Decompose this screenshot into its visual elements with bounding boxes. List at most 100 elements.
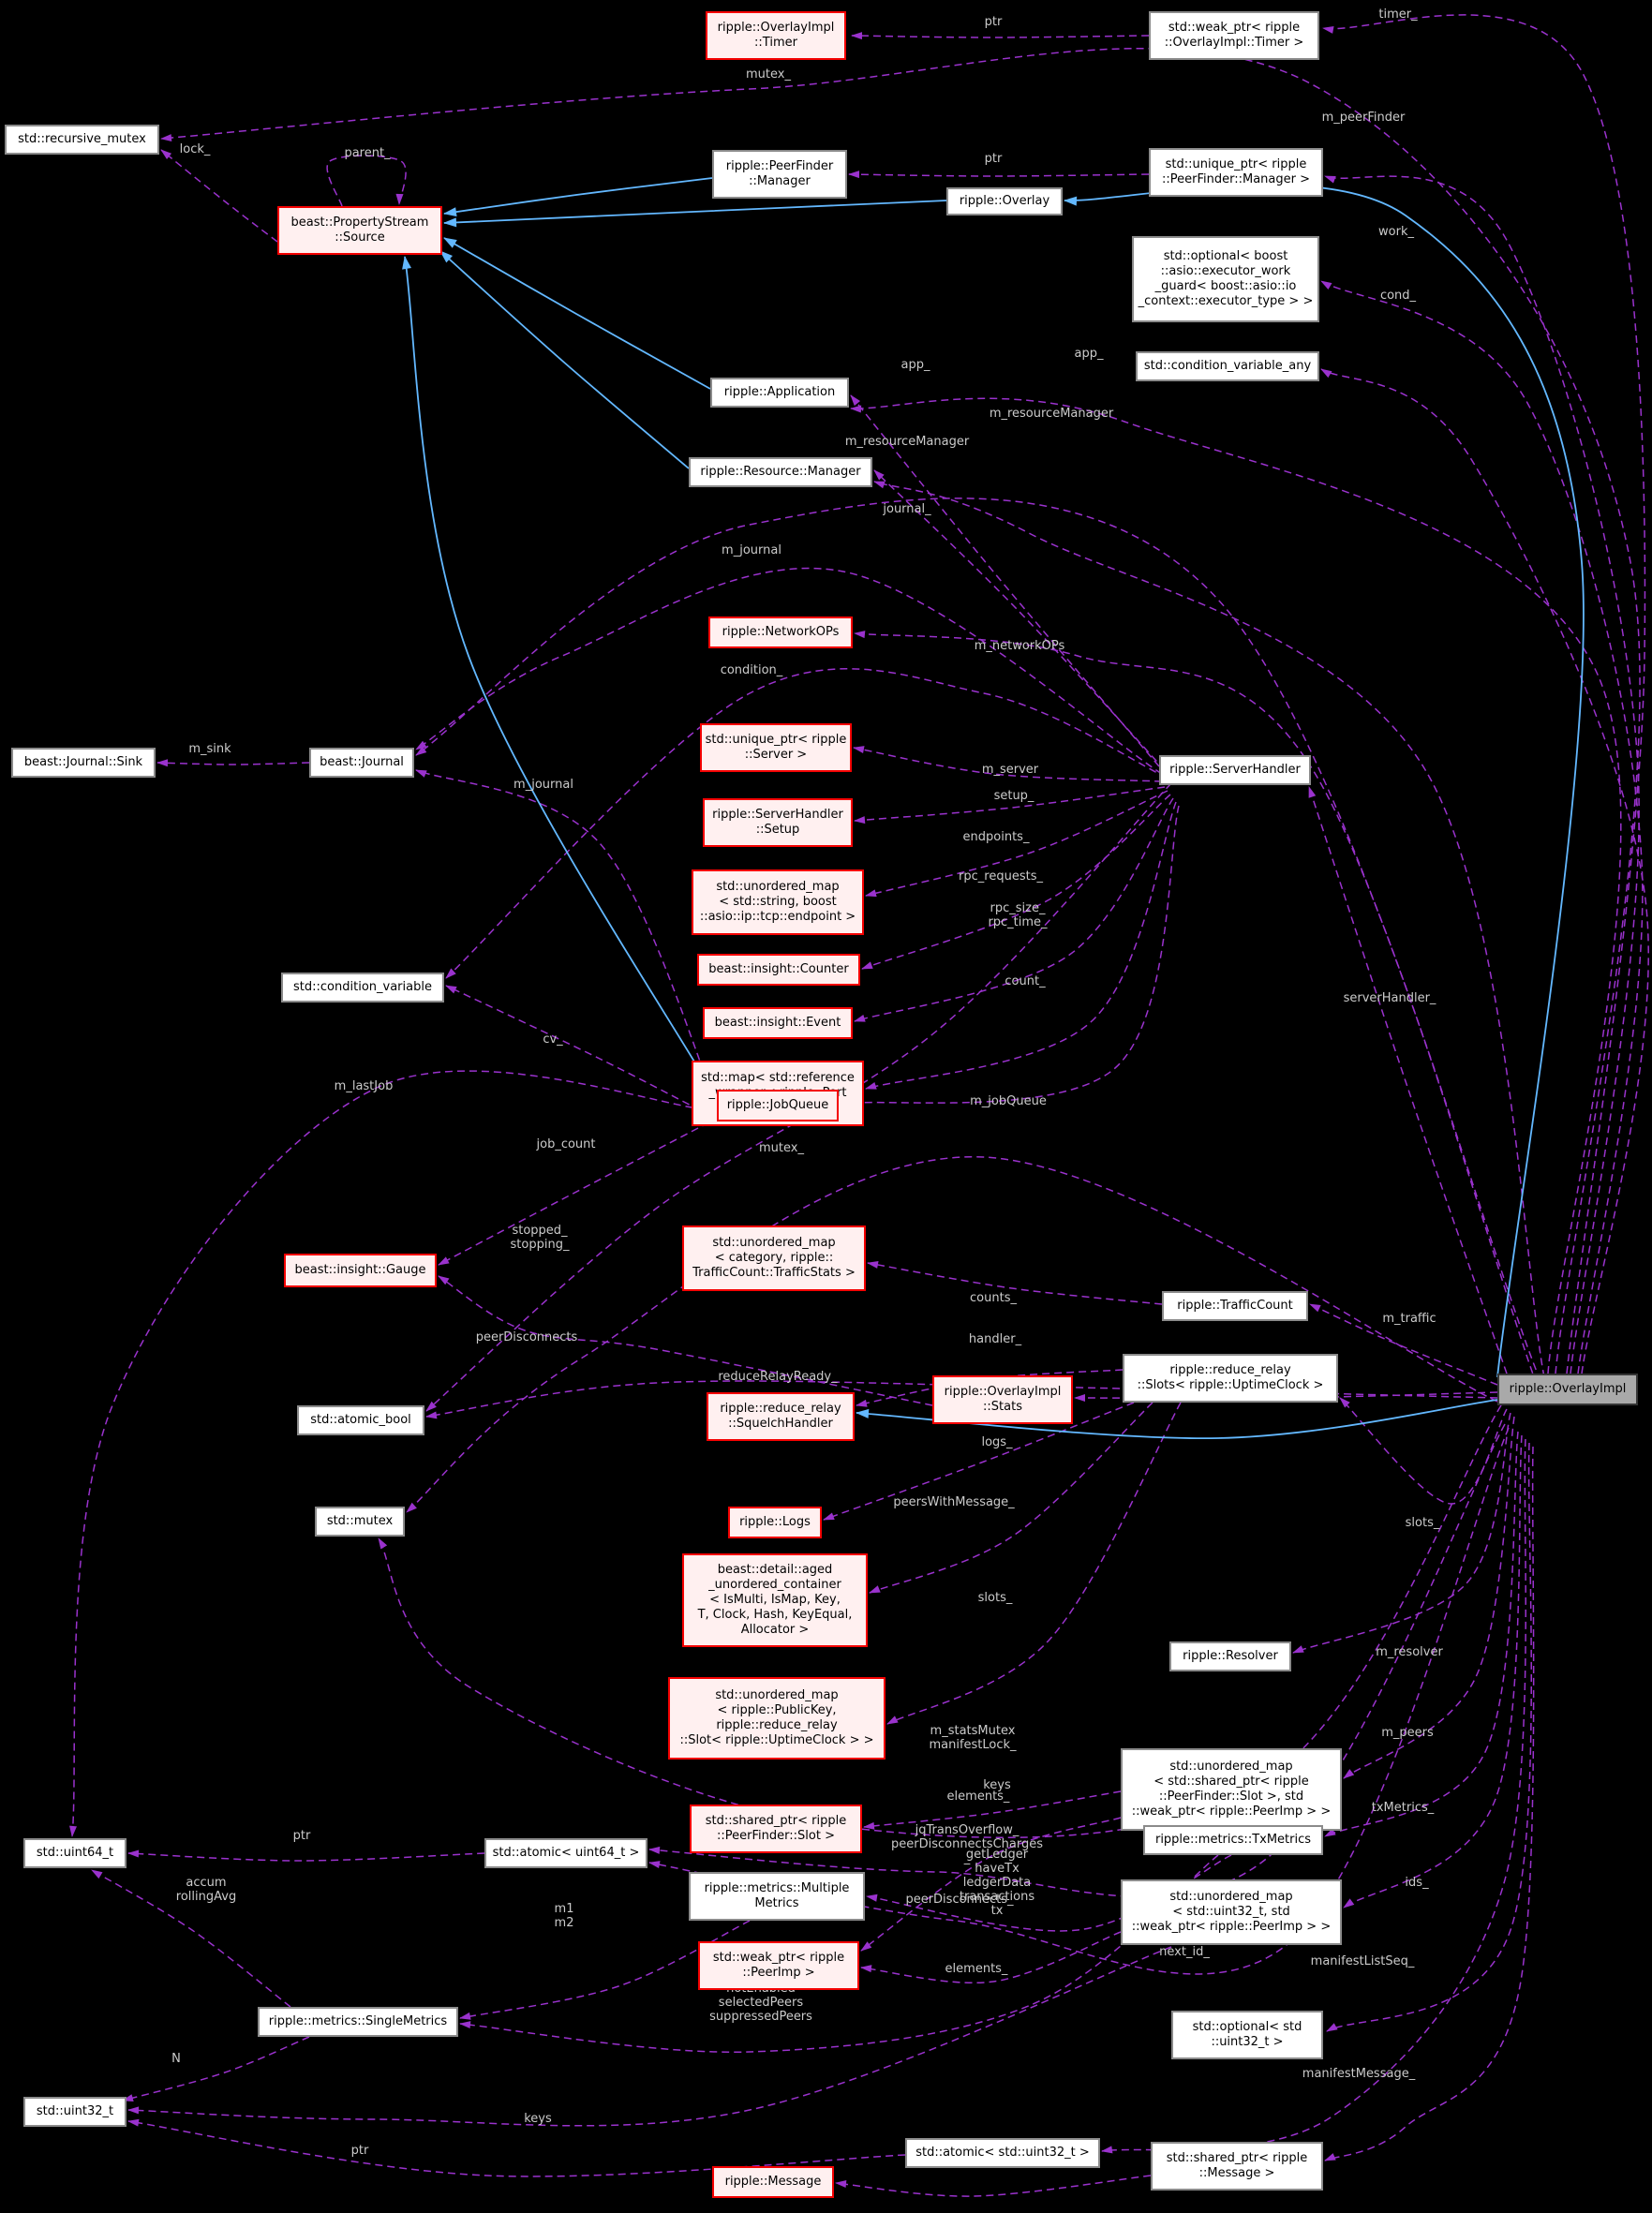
node-resource-manager[interactable]: ripple::Resource::Manager (689, 457, 872, 487)
node-serverhandler-setup[interactable]: ripple::ServerHandler::Setup (703, 798, 853, 847)
node-overlayimpl-timer[interactable]: ripple::OverlayImpl::Timer (706, 11, 846, 60)
node-uint32-peerimp-map[interactable]: std::unordered_map< std::uint32_t, std::… (1121, 1879, 1342, 1945)
node-peerfinder-manager[interactable]: ripple::PeerFinder::Manager (712, 150, 847, 199)
edge-timer (1322, 14, 1646, 1374)
node-trafficstats-map[interactable]: std::unordered_map< category, ripple::Tr… (682, 1225, 866, 1291)
edge-label-line: m_resourceManager (989, 407, 1114, 421)
node-journal-sink[interactable]: beast::Journal::Sink (11, 748, 156, 778)
node-label-line: ripple::metrics::SingleMetrics (268, 2014, 448, 2028)
node-label-line: beast::detail::aged (717, 1563, 833, 1577)
node-label-line: ripple::PeerFinder (725, 159, 834, 173)
edge-label-mutex-top: mutex_ (746, 67, 791, 82)
node-atomic-uint32[interactable]: std::atomic< std::uint32_t > (905, 2138, 1100, 2168)
edge-ptr-uint64 (127, 1849, 485, 1862)
node-publickey-slot-map[interactable]: std::unordered_map< ripple::PublicKey,ri… (668, 1677, 886, 1760)
edge-label-line: keys (983, 1778, 1011, 1792)
node-reduce-slots[interactable]: ripple::reduce_relay::Slots< ripple::Upt… (1123, 1354, 1338, 1403)
node-weakptr-peerimp[interactable]: std::weak_ptr< ripple::PeerImp > (698, 1941, 859, 1990)
node-condition-variable-any[interactable]: std::condition_variable_any (1136, 351, 1319, 381)
node-overlayimpl[interactable]: ripple::OverlayImpl (1497, 1374, 1638, 1405)
node-insight-counter[interactable]: beast::insight::Counter (697, 954, 860, 986)
node-optional-workguard[interactable]: std::optional< boost::asio::executor_wor… (1132, 236, 1319, 322)
node-serverhandler[interactable]: ripple::ServerHandler (1159, 755, 1311, 785)
node-resolver[interactable]: ripple::Resolver (1169, 1641, 1291, 1671)
edge-label-serverhandler: serverHandler_ (1344, 991, 1436, 1005)
edge-label-line: rollingAvg (175, 1890, 237, 1904)
edge-label-peerdisconnects-atomic: peerDisconnects_ (905, 1893, 1013, 1907)
node-squelchhandler[interactable]: ripple::reduce_relay::SquelchHandler (707, 1392, 855, 1441)
node-uint64[interactable]: std::uint64_t (23, 1838, 127, 1868)
edge-label-elements-2: elements_ (945, 1962, 1008, 1976)
node-label-line: beast::insight::Event (714, 1016, 841, 1030)
node-recursive-mutex[interactable]: std::recursive_mutex (5, 125, 159, 155)
edge-label-line: handler_ (968, 1332, 1022, 1346)
node-atomic-uint64[interactable]: std::atomic< uint64_t > (484, 1838, 647, 1868)
node-optional-uint32[interactable]: std::optional< std::uint32_t > (1171, 2011, 1323, 2059)
node-label-line: ripple::reduce_relay (716, 1718, 838, 1732)
node-propertystream-source[interactable]: beast::PropertyStream::Source (277, 206, 442, 255)
edge-manifestlistseq (1326, 1442, 1532, 2032)
node-uniqueptr-server[interactable]: std::unique_ptr< ripple::Server > (700, 723, 852, 772)
node-label-line: ripple::Overlay (959, 194, 1050, 208)
node-label-line: beast::insight::Counter (708, 962, 849, 976)
node-sharedptr-slot[interactable]: std::shared_ptr< ripple::PeerFinder::Slo… (690, 1805, 862, 1853)
edge-label-ids: ids_ (1405, 1876, 1428, 1890)
node-uniqueptr-peerfinder[interactable]: std::unique_ptr< ripple::PeerFinder::Man… (1149, 148, 1323, 197)
node-message[interactable]: ripple::Message (712, 2166, 834, 2198)
node-insight-gauge[interactable]: beast::insight::Gauge (284, 1254, 437, 1287)
edge-label-line: stopping_ (510, 1238, 570, 1252)
edge-label-line: haveTx (975, 1862, 1019, 1876)
node-std-mutex[interactable]: std::mutex (315, 1507, 405, 1537)
node-label-line: std::unordered_map (715, 1688, 839, 1702)
node-journal[interactable]: beast::Journal (309, 748, 414, 778)
node-jobqueue[interactable]: ripple::JobQueue (717, 1090, 839, 1121)
edge-label-line: journal_ (883, 502, 931, 516)
node-label-line: Metrics (754, 1896, 799, 1910)
node-label-line: std::optional< std (1192, 2020, 1302, 2034)
edge-label-m-jobqueue: m_jobQueue (970, 1094, 1047, 1108)
node-logs[interactable]: ripple::Logs (728, 1507, 822, 1538)
node-networkops[interactable]: ripple::NetworkOPs (708, 616, 853, 648)
node-endpoints-map[interactable]: std::unordered_map< std::string, boost::… (692, 869, 864, 935)
edge-label-m-server: m_server (982, 763, 1038, 777)
node-condition-variable[interactable]: std::condition_variable (281, 973, 444, 1003)
edge-ptr-message (835, 2175, 1152, 2197)
edge-label-line: m_journal (722, 543, 781, 557)
node-aged-container[interactable]: beast::detail::aged_unordered_container<… (682, 1553, 868, 1647)
edge-label-line: m_peers (1381, 1726, 1434, 1740)
node-label-line: std::map< std::reference (701, 1071, 855, 1085)
edge-label-line: endpoints_ (962, 830, 1030, 844)
node-application[interactable]: ripple::Application (710, 378, 849, 408)
edge-label-line: elements_ (945, 1962, 1008, 1976)
edge-m1-m2 (459, 1920, 751, 2020)
node-label-line: ::asio::executor_work (1160, 264, 1291, 278)
edge-label-line: condition_ (720, 663, 783, 677)
node-sharedptr-message[interactable]: std::shared_ptr< ripple::Message > (1151, 2142, 1323, 2191)
node-label-line: ::Setup (755, 823, 800, 837)
edge-label-line: cv_ (543, 1032, 563, 1047)
node-insight-event[interactable]: beast::insight::Event (703, 1007, 853, 1039)
node-label-line: ripple::TrafficCount (1177, 1299, 1293, 1313)
node-trafficcount[interactable]: ripple::TrafficCount (1162, 1291, 1308, 1321)
edge-manifestmessage (1324, 1446, 1535, 2161)
node-txmetrics[interactable]: ripple::metrics::TxMetrics (1143, 1825, 1323, 1855)
edge-label-line: stopped_ (512, 1224, 568, 1238)
node-label-line: ::Timer (754, 36, 797, 50)
edge-label-lock: lock_ (180, 142, 211, 156)
edge-label-line: accum (186, 1876, 227, 1890)
node-label-line: std::uint64_t (36, 1846, 114, 1860)
node-weakptr-timer[interactable]: std::weak_ptr< ripple::OverlayImpl::Time… (1149, 11, 1319, 60)
node-overlay[interactable]: ripple::Overlay (946, 187, 1063, 215)
edge-label-line: m2 (554, 1916, 574, 1930)
edge-condition (445, 668, 1168, 979)
edge-label-line: m_statsMutex (930, 1724, 1016, 1738)
node-singlemetrics[interactable]: ripple::metrics::SingleMetrics (258, 2007, 458, 2037)
node-label-line: ripple::Resolver (1183, 1649, 1278, 1663)
edge-endpoints (865, 790, 1168, 898)
node-slot-peerimp-map[interactable]: std::unordered_map< std::shared_ptr< rip… (1121, 1748, 1342, 1831)
node-atomic-bool[interactable]: std::atomic_bool (297, 1405, 424, 1435)
node-uint32[interactable]: std::uint32_t (23, 2097, 127, 2127)
node-overlayimpl-stats[interactable]: ripple::OverlayImpl::Stats (932, 1375, 1073, 1424)
edge-logs (823, 1402, 1135, 1521)
